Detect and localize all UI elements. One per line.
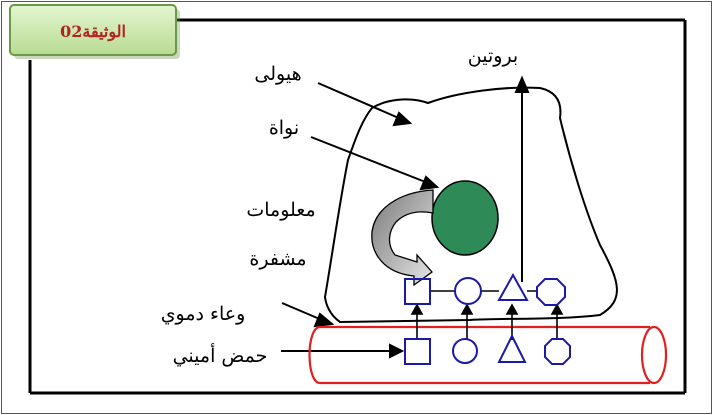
blood-vessel <box>308 325 668 385</box>
chain-circle <box>454 277 482 305</box>
label-amino-acid: حمض أميني <box>173 342 268 367</box>
label-nucleus: نواة <box>269 117 299 139</box>
amino-acid-chain <box>404 272 566 306</box>
label-coded-info-2: مشفرة <box>249 248 306 270</box>
free-amino-acids <box>404 333 571 365</box>
inner-frame <box>28 18 687 395</box>
protein-arrow <box>514 75 530 282</box>
uptake-arrows <box>410 303 564 340</box>
nucleus-shape <box>431 180 499 256</box>
chain-square <box>404 278 431 305</box>
free-octagon <box>544 338 571 365</box>
label-blood-vessel: وعاء دموي <box>161 303 246 325</box>
chain-octagon <box>536 278 566 306</box>
document-tag: الوثيقة02 <box>60 22 126 42</box>
free-triangle <box>497 333 527 363</box>
label-coded-info-1: معلومات <box>246 199 315 221</box>
cell-membrane <box>323 86 618 324</box>
chain-triangle <box>497 272 529 301</box>
free-square <box>404 338 431 365</box>
coded-info-arrow <box>371 189 434 287</box>
pointer-arrows <box>281 82 440 359</box>
label-cytoplasm: هيولى <box>254 63 301 85</box>
free-circle <box>452 338 478 364</box>
label-protein: بروتين <box>468 45 518 67</box>
document-badge: الوثيقة02 <box>9 4 180 59</box>
